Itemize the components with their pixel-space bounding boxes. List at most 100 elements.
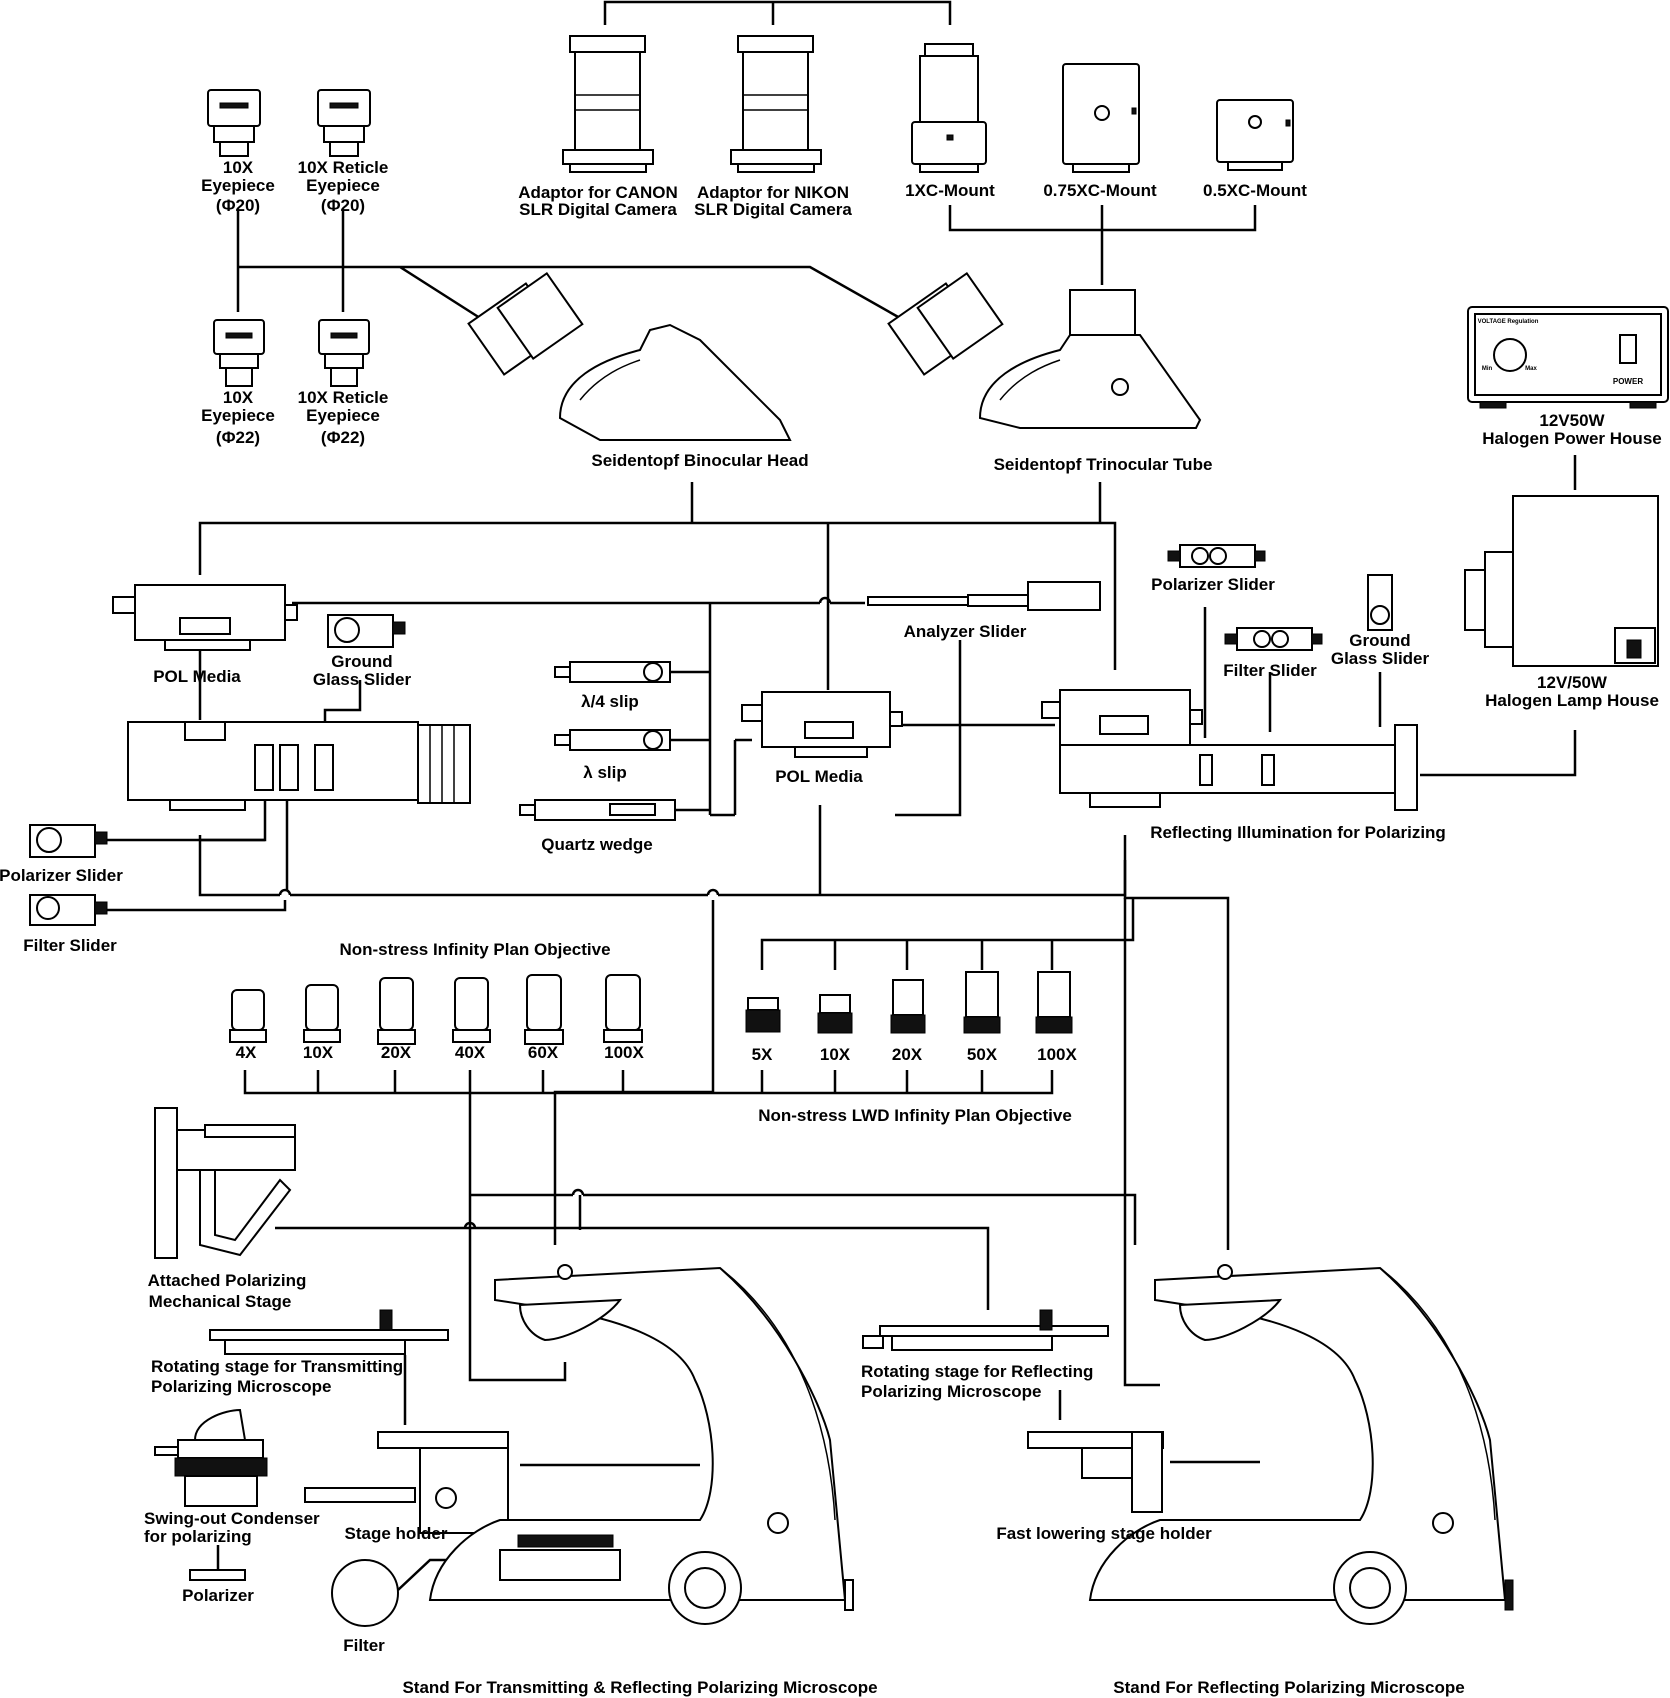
connector-lines (95, 0, 1577, 1591)
knob-max-label: Max (1525, 366, 1537, 372)
plan-objective-mag-label: 20X (381, 1043, 412, 1062)
ground-glass-left-label-1: Ground (331, 652, 392, 671)
lambda-slip-icon (554, 729, 671, 751)
pol-media-center-label: POL Media (775, 767, 863, 786)
lwd-objective-mag-label: 100X (1037, 1045, 1077, 1064)
polarizer-slider-left-icon (29, 824, 108, 858)
adaptor-canon-label-2: SLR Digital Camera (519, 200, 677, 219)
lambda-slip-label: λ slip (583, 763, 626, 782)
attached-stage-label-1: Attached Polarizing (148, 1271, 307, 1290)
lwd-objective-mag-label: 20X (892, 1045, 923, 1064)
attached-mechanical-stage-icon (154, 1107, 296, 1259)
reticle-eyepiece-phi22-icon (318, 319, 370, 387)
attached-stage-label-2: Mechanical Stage (149, 1292, 292, 1311)
trinocular-tube-label: Seidentopf Trinocular Tube (994, 455, 1213, 474)
binocular-head-label: Seidentopf Binocular Head (591, 451, 808, 470)
polarizer-label: Polarizer (182, 1586, 254, 1605)
quartz-wedge-icon (519, 799, 676, 821)
swing-out-condenser-label-2: for polarizing (144, 1527, 252, 1546)
eyepiece-10x-phi20-label-1: 10X (223, 158, 254, 177)
filter-icon (331, 1559, 399, 1627)
polarizer-icon (189, 1569, 246, 1581)
rotating-stage-transmitting-icon (209, 1309, 449, 1355)
plan-objective-mag-label: 10X (303, 1043, 334, 1062)
objective-icon (603, 974, 643, 1043)
objective-icon (817, 994, 853, 1034)
ground-glass-left-label-2: Glass Slider (313, 670, 412, 689)
stand-reflecting-label: Stand For Reflecting Polarizing Microsco… (1113, 1678, 1464, 1697)
c-mount-075x-label: 0.75XC-Mount (1043, 181, 1157, 200)
eyepiece-10x-phi20-icon (207, 89, 261, 157)
reticle-eyepiece-phi20-icon (317, 89, 371, 157)
polarizer-slider-right-label: Polarizer Slider (1151, 575, 1275, 594)
stage-holder-icon (304, 1431, 509, 1534)
plan-objective-mag-label: 4X (236, 1043, 257, 1062)
trinocular-tube-icon (887, 272, 1202, 429)
rotating-stage-reflecting-label-2: Polarizing Microscope (861, 1382, 1041, 1401)
canon-adaptor-icon (562, 35, 654, 173)
stand-reflecting-icon (1088, 1264, 1514, 1625)
c-mount-1x-icon (911, 43, 987, 173)
power-house-label-1: 12V50W (1539, 411, 1605, 430)
lwd-objective-mag-label: 50X (967, 1045, 998, 1064)
c-mount-05x-icon (1216, 99, 1294, 171)
eyepiece-10x-phi22-label-3: (Φ22) (216, 428, 260, 447)
plan-objective-title: Non-stress Infinity Plan Objective (339, 940, 610, 959)
lwd-objective-mag-label: 10X (820, 1045, 851, 1064)
knob-min-label: Min (1482, 366, 1493, 372)
ground-glass-slider-left-icon (327, 614, 406, 648)
lamp-house-label-1: 12V/50W (1537, 673, 1608, 692)
quartz-wedge-label: Quartz wedge (541, 835, 652, 854)
filter-slider-left-label: Filter Slider (23, 936, 117, 955)
eyepiece-10x-phi22-label-2: Eyepiece (201, 406, 275, 425)
eyepiece-10x-phi20-label-2: Eyepiece (201, 176, 275, 195)
polarizer-slider-left-label: Polarizer Slider (0, 866, 123, 885)
swing-out-condenser-icon (154, 1408, 268, 1507)
power-house-label-2: Halogen Power House (1482, 429, 1661, 448)
ground-glass-right-label-1: Ground (1349, 631, 1410, 650)
eyepiece-10x-phi20-label-3: (Φ20) (216, 196, 260, 215)
reticle-eyepiece-phi22-label-1: 10X Reticle (298, 388, 389, 407)
plan-objective-mag-label: 100X (604, 1043, 644, 1062)
objective-icon (303, 984, 341, 1043)
ground-glass-slider-right-icon (1367, 574, 1393, 631)
filter-slider-left-icon (29, 894, 108, 926)
reticle-eyepiece-phi22-label-2: Eyepiece (306, 406, 380, 425)
fast-lowering-holder-label: Fast lowering stage holder (996, 1524, 1212, 1543)
stand-transmitting-reflecting-label: Stand For Transmitting & Reflecting Pola… (402, 1678, 877, 1697)
reticle-eyepiece-phi22-label-3: (Φ22) (321, 428, 365, 447)
adaptor-nikon-label-2: SLR Digital Camera (694, 200, 852, 219)
quarter-wave-slip-label: λ/4 slip (581, 692, 639, 711)
rotating-stage-transmitting-label-1: Rotating stage for Transmitting (151, 1357, 403, 1376)
adaptor-canon-label-1: Adaptor for CANON (518, 183, 678, 202)
filter-label: Filter (343, 1636, 385, 1655)
analyzer-slider-label: Analyzer Slider (904, 622, 1027, 641)
lwd-objective-icons (745, 971, 1073, 1034)
pol-media-center-icon (741, 691, 903, 758)
reticle-eyepiece-phi20-label-2: Eyepiece (306, 176, 380, 195)
c-mount-05x-label: 0.5XC-Mount (1203, 181, 1307, 200)
plan-objective-icons (229, 974, 643, 1045)
polarizer-slider-right-icon (1167, 544, 1266, 568)
objective-icon (1035, 971, 1073, 1034)
adaptor-nikon-label-1: Adaptor for NIKON (697, 183, 849, 202)
lwd-objective-title: Non-stress LWD Infinity Plan Objective (758, 1106, 1072, 1125)
eyepiece-10x-phi22-icon (213, 319, 265, 387)
rotating-stage-reflecting-label-1: Rotating stage for Reflecting (861, 1362, 1093, 1381)
voltage-knob-label: VOLTAGE Regulation (1478, 319, 1539, 325)
objective-icon (377, 977, 416, 1045)
binocular-head-icon (467, 272, 792, 441)
eyepiece-10x-phi22-label-1: 10X (223, 388, 254, 407)
swing-out-condenser-label-1: Swing-out Condenser (144, 1509, 320, 1528)
reticle-eyepiece-phi20-label-1: 10X Reticle (298, 158, 389, 177)
plan-objective-mag-label: 60X (528, 1043, 559, 1062)
c-mount-075x-icon (1062, 63, 1140, 173)
ground-glass-right-label-2: Glass Slider (1331, 649, 1430, 668)
objective-icon (452, 977, 491, 1043)
objective-icon (524, 974, 564, 1045)
quarter-wave-slip-icon (554, 661, 671, 683)
pol-media-left-icon (112, 584, 298, 651)
lwd-objective-mag-label: 5X (752, 1045, 773, 1064)
fast-lowering-holder-icon (1027, 1431, 1164, 1513)
